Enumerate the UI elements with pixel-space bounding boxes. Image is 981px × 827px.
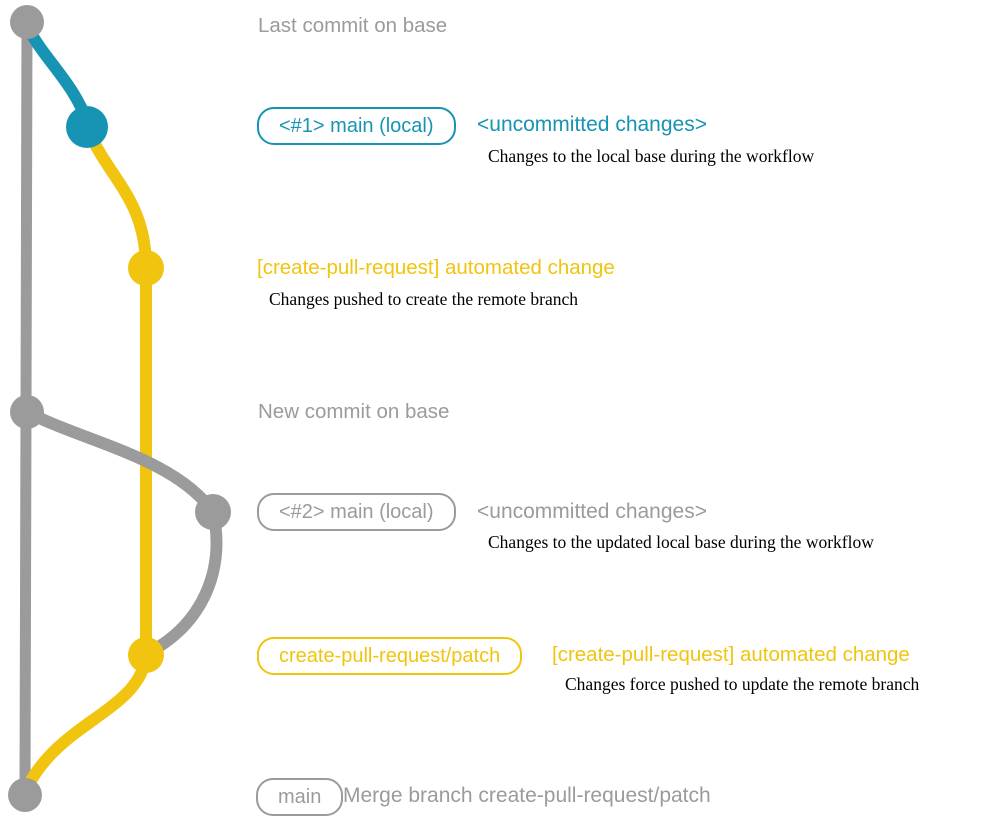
commit-node-merge xyxy=(8,778,42,812)
branch-badge-main-local-2: <#2> main (local) xyxy=(257,493,456,531)
commit-node-new-base xyxy=(10,395,44,429)
branch-badge-patch: create-pull-request/patch xyxy=(257,637,523,675)
commit-message-automated-change-1: [create-pull-request] automated change xyxy=(257,256,615,279)
description-uncommitted-1: Changes to the local base during the wor… xyxy=(488,146,815,166)
commit-node-last-base xyxy=(10,5,44,39)
commit-message-merge: Merge branch create-pull-request/patch xyxy=(343,784,711,807)
uncommitted-branch-curve-1 xyxy=(22,22,93,128)
uncommitted-changes-tag-1: <uncommitted changes> xyxy=(477,113,707,136)
patch-branch-top-curve xyxy=(82,124,152,274)
commit-node-automated-change-2 xyxy=(128,637,164,673)
commit-node-main-local-1 xyxy=(66,106,108,148)
patch-branch-merge-curve xyxy=(20,651,152,796)
branch-badge-main-local-1: <#1> main (local) xyxy=(257,107,456,145)
commit-message-automated-change-2: [create-pull-request] automated change xyxy=(552,643,910,666)
description-push-2: Changes force pushed to update the remot… xyxy=(565,674,920,694)
commit-node-main-local-2 xyxy=(195,494,231,530)
reset-to-patch-curve xyxy=(142,506,223,659)
uncommitted-branch-curve-2 xyxy=(21,406,219,518)
description-uncommitted-2: Changes to the updated local base during… xyxy=(488,532,874,552)
caption-last-commit-on-base: Last commit on base xyxy=(258,14,448,37)
commit-graph xyxy=(8,5,231,812)
commit-node-automated-change-1 xyxy=(128,250,164,286)
caption-new-commit-on-base: New commit on base xyxy=(258,400,450,423)
uncommitted-changes-tag-2: <uncommitted changes> xyxy=(477,500,707,523)
description-push-1: Changes pushed to create the remote bran… xyxy=(269,289,579,309)
branch-badge-main: main xyxy=(256,778,344,816)
